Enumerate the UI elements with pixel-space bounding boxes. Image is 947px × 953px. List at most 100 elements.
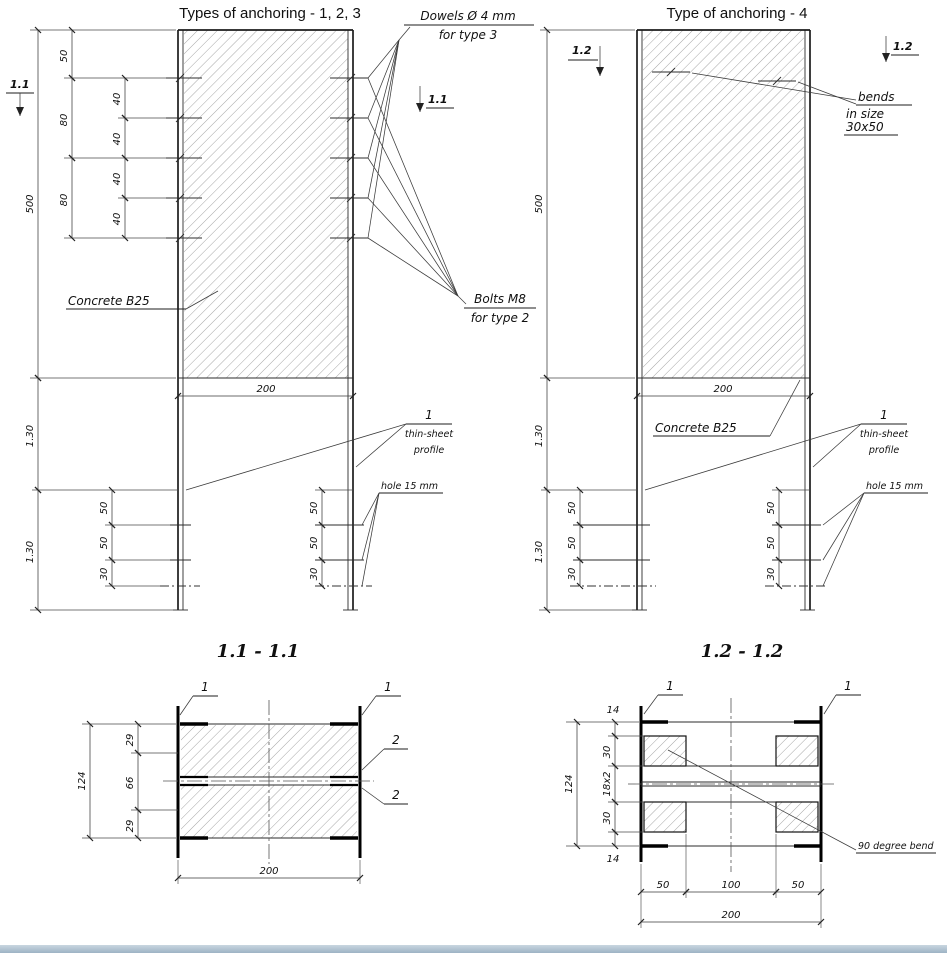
hole-dim-chain-right: 50 50 30: [765, 486, 828, 590]
bottom-edge: [0, 945, 947, 953]
profile-label-line2: profile: [868, 445, 900, 456]
dim-hole-50b: 50: [309, 537, 320, 550]
label-thin-sheet-profile: 1 thin-sheet profile: [185, 408, 454, 491]
dim-100: 100: [721, 880, 740, 891]
callouts-section-12: 1 1 90 degree bend: [643, 679, 936, 854]
dowels-label-line2: for type 3: [439, 28, 498, 42]
dim-29a: 29: [125, 734, 136, 747]
section-marker-label: 1.1: [10, 78, 30, 91]
dowel-fan-leaders: [367, 26, 411, 239]
section-marker-12-left: 1.2: [568, 44, 604, 76]
dim-hole-50a: 50: [309, 502, 320, 515]
hole-dim-chain-left: 50 50 30: [99, 486, 200, 590]
dimension-200: 200: [174, 860, 364, 884]
dim-29b: 29: [125, 820, 136, 833]
label-hole: hole 15 mm: [822, 481, 928, 587]
section-marker-label: 1.2: [572, 44, 592, 57]
dim-14-top: 14: [607, 705, 620, 716]
elevation-left: Types of anchoring - 1, 2, 3: [6, 5, 536, 614]
profile-label-line1: thin-sheet: [860, 429, 909, 440]
label-hole: hole 15 mm: [361, 481, 443, 587]
callout-2-lower: 2: [392, 788, 400, 802]
dim-130a: 1.30: [25, 425, 36, 447]
concrete-column-right: [632, 29, 815, 611]
dim-40b: 40: [112, 133, 123, 146]
dim-hole-50a: 50: [766, 502, 777, 515]
dim-30-bottom: 30: [602, 812, 613, 825]
bends-label-line1: bends: [858, 90, 894, 104]
bend-90-label: 90 degree bend: [858, 841, 935, 852]
concrete-column-left: [173, 29, 358, 611]
callout-1-right: 1: [844, 679, 852, 693]
dim-130b: 1.30: [534, 541, 545, 563]
dimension-chain-50-80-80: 50 80 80: [59, 26, 166, 242]
profile-label-line1: thin-sheet: [405, 429, 454, 440]
label-thin-sheet-profile: 1 thin-sheet profile: [644, 408, 909, 491]
bent-flange-hatch: [643, 801, 687, 833]
dim-50: 50: [59, 50, 70, 63]
dim-200: 200: [713, 384, 732, 395]
dim-124: 124: [77, 771, 88, 790]
dim-hole-50a: 50: [567, 502, 578, 515]
section-1-2: 1.2 - 1.2 124: [564, 641, 936, 928]
hole-label: hole 15 mm: [866, 481, 923, 492]
dim-hole-30: 30: [567, 568, 578, 581]
hole-dim-chain-left: 50 50 30: [567, 486, 656, 590]
bent-flange-hatch: [643, 735, 687, 767]
label-bends: bends in size 30x50: [844, 90, 912, 136]
dim-18x2: 18x2: [602, 771, 613, 796]
section-1-1: 1.1 - 1.1 124: [77, 641, 408, 884]
section-12-title: 1.2 - 1.2: [701, 641, 784, 662]
section-marker-label: 1.1: [428, 93, 448, 106]
callout-1-left: 1: [201, 680, 209, 694]
dimension-200: 200: [637, 910, 825, 926]
bent-flange-hatch: [775, 801, 819, 833]
bolt-fan-leaders: [367, 77, 467, 305]
hole-label: hole 15 mm: [381, 481, 438, 492]
dim-500: 500: [25, 194, 36, 213]
concrete-hatch: [184, 30, 348, 378]
dimension-chain-29-66-29: 29 66 29: [125, 720, 178, 842]
dimension-130: 1.30 1.30: [534, 374, 637, 614]
dim-130a: 1.30: [534, 425, 545, 447]
bend-marks: [652, 67, 857, 105]
section-11-body: [163, 700, 374, 864]
dim-14-bottom: 14: [607, 854, 620, 865]
section-marker-label: 1.2: [893, 40, 913, 53]
dim-50-left: 50: [657, 880, 670, 891]
bolts-label-line2: for type 2: [471, 311, 530, 325]
dim-40d: 40: [112, 213, 123, 226]
concrete-hatch: [643, 30, 804, 378]
bends-label-line3: 30x50: [846, 120, 884, 134]
dim-hole-50b: 50: [99, 537, 110, 550]
elevation-left-title: Types of anchoring - 1, 2, 3: [179, 5, 361, 22]
dim-500: 500: [534, 194, 545, 213]
label-bolts: Bolts M8 for type 2: [464, 292, 536, 325]
dim-hole-30: 30: [99, 568, 110, 581]
dim-hole-30: 30: [309, 568, 320, 581]
profile-label-line2: profile: [413, 445, 445, 456]
label-dowels: Dowels Ø 4 mm for type 3: [404, 9, 534, 42]
section-12-body: [628, 698, 834, 872]
dim-30-top: 30: [602, 746, 613, 759]
dim-80b: 80: [59, 194, 70, 207]
dowels-label-line1: Dowels Ø 4 mm: [420, 9, 515, 23]
callout-2-upper: 2: [392, 733, 400, 747]
dim-hole-30: 30: [766, 568, 777, 581]
dim-hole-50a: 50: [99, 502, 110, 515]
dim-hole-50b: 50: [766, 537, 777, 550]
label-concrete: Concrete B25: [653, 379, 801, 437]
label-concrete: Concrete B25: [66, 290, 219, 310]
callout-1-right: 1: [384, 680, 392, 694]
dimension-130: 1.30 1.30: [25, 374, 178, 614]
dim-200: 200: [256, 384, 275, 395]
dim-hole-50b: 50: [567, 537, 578, 550]
dimension-500: 500: [534, 26, 635, 382]
concrete-label: Concrete B25: [68, 294, 150, 308]
section-marker-11-left: 1.1: [6, 78, 34, 116]
profile-callout-number: 1: [880, 408, 888, 422]
elevation-right-title: Type of anchoring - 4: [667, 5, 808, 22]
section-marker-12-right: 1.2: [882, 36, 919, 62]
